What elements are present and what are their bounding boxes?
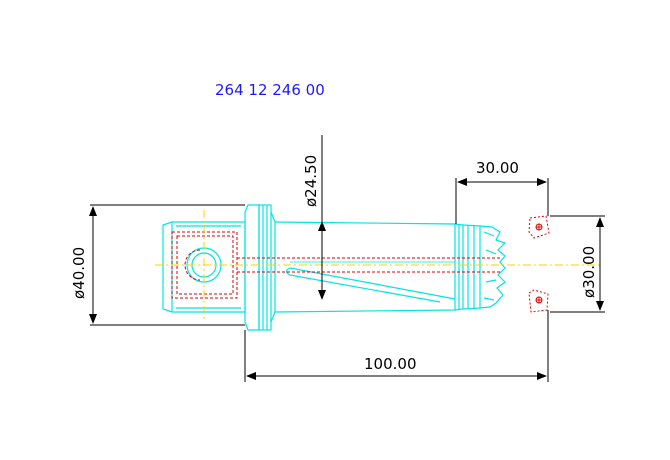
drill-body [274,221,456,313]
cutting-tip [479,225,507,309]
dim-shank-diameter: ø40.00 [70,247,88,299]
dim-insert-spacing: 30.00 [476,159,519,177]
centerlines [155,210,600,320]
part-number: 264 12 246 00 [215,81,325,99]
insert-top [528,215,550,239]
insert-bottom [528,289,549,313]
dim-length: 100.00 [364,355,417,373]
dim-cut-diameter: ø30.00 [580,246,598,298]
flange [244,204,260,331]
tool-outline [162,204,507,331]
dimension-lines [89,135,605,382]
dim-drill-diameter: ø24.50 [302,155,320,207]
